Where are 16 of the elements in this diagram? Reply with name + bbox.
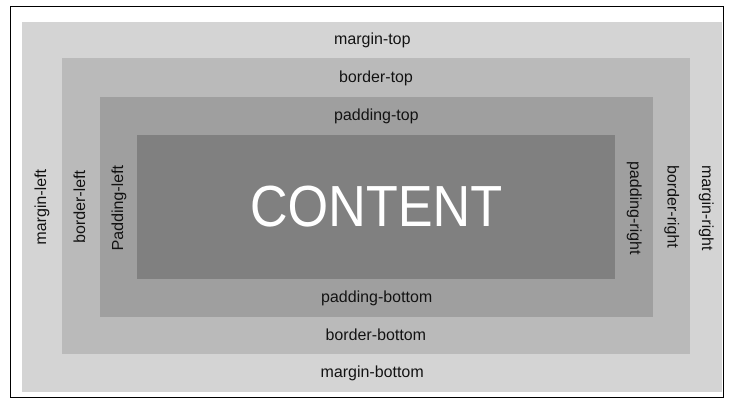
content-label: CONTENT bbox=[250, 178, 502, 236]
padding-right-label: padding-right bbox=[626, 160, 642, 254]
border-top-label: border-top bbox=[339, 70, 413, 86]
border-right-label: border-right bbox=[664, 164, 680, 248]
margin-bottom-label: margin-bottom bbox=[320, 365, 424, 381]
border-left-label: border-left bbox=[73, 170, 89, 242]
padding-bottom-label: padding-bottom bbox=[321, 290, 432, 306]
margin-left-label: margin-left bbox=[34, 169, 50, 245]
padding-left-label: Padding-left bbox=[110, 164, 126, 250]
padding-top-label: padding-top bbox=[334, 108, 419, 124]
margin-right-label: margin-right bbox=[698, 164, 714, 250]
padding-area bbox=[100, 97, 653, 317]
margin-top-label: margin-top bbox=[334, 32, 410, 48]
border-area bbox=[62, 58, 690, 354]
border-bottom-label: border-bottom bbox=[326, 328, 426, 344]
content-area bbox=[137, 135, 615, 279]
